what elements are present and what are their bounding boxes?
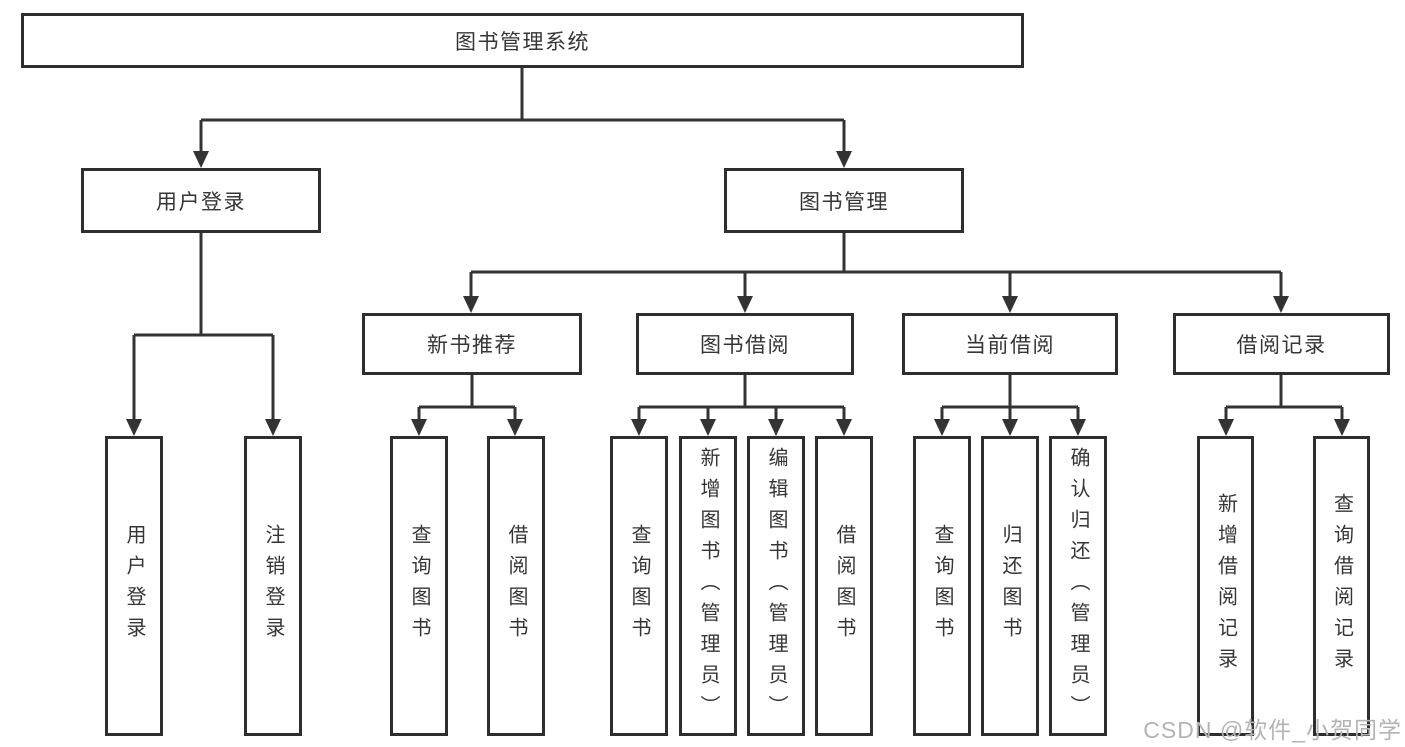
leaf-label-records-query: 查询借阅记录 [1330, 493, 1353, 679]
arrowhead-icon [1070, 419, 1086, 436]
node-box-current-borrow: 当前借阅 [902, 313, 1118, 375]
arrowhead-icon [126, 419, 142, 436]
leaf-box-borrow-query: 查询图书 [610, 436, 668, 736]
arrowhead-icon [631, 419, 647, 436]
node-label-system-root: 图书管理系统 [455, 30, 590, 54]
node-box-book-borrow: 图书借阅 [636, 313, 854, 375]
leaf-box-logout: 注销登录 [244, 436, 302, 736]
leaf-label-current-return: 归还图书 [999, 524, 1021, 648]
leaf-label-current-confirm-admin: 确认归还（管理员） [1067, 446, 1089, 726]
connector-book-mgmt-to-level3 [469, 233, 1283, 297]
leaf-label-user-login: 用户登录 [123, 524, 145, 648]
leaf-box-current-confirm-admin: 确认归还（管理员） [1049, 436, 1107, 736]
arrowhead-icon [1002, 419, 1018, 436]
arrowhead-icon [836, 419, 852, 436]
node-label-new-books: 新书推荐 [427, 334, 517, 357]
node-box-borrow-records: 借阅记录 [1173, 313, 1390, 375]
arrowhead-icon [193, 151, 209, 168]
leaf-box-newbooks-borrow: 借阅图书 [487, 436, 545, 736]
arrowheads [126, 151, 1350, 436]
connector-root-to-level2 [199, 67, 846, 152]
connector-borrow-records-to-leaves [1224, 375, 1344, 420]
leaf-label-logout: 注销登录 [262, 524, 284, 648]
node-box-new-books: 新书推荐 [362, 313, 582, 375]
leaf-label-current-query: 查询图书 [931, 524, 953, 648]
leaf-label-newbooks-query: 查询图书 [408, 524, 430, 648]
leaf-box-borrow-book: 借阅图书 [815, 436, 873, 736]
arrowhead-icon [737, 296, 753, 313]
node-label-current-borrow: 当前借阅 [965, 334, 1055, 357]
leaf-box-records-query: 查询借阅记录 [1313, 436, 1370, 736]
arrowhead-icon [836, 151, 852, 168]
arrowhead-icon [265, 419, 281, 436]
arrowhead-icon [1002, 296, 1018, 313]
node-box-book-management: 图书管理 [724, 168, 964, 233]
arrowhead-icon [934, 419, 950, 436]
leaf-box-borrow-edit-admin: 编辑图书（管理员） [747, 436, 805, 736]
leaf-box-user-login: 用户登录 [105, 436, 163, 736]
leaf-box-current-return: 归还图书 [981, 436, 1039, 736]
leaf-label-borrow-add-admin: 新增图书（管理员） [697, 446, 719, 726]
leaf-label-borrow-book: 借阅图书 [833, 524, 855, 648]
arrowhead-icon [411, 419, 427, 436]
leaf-box-records-add: 新增借阅记录 [1197, 436, 1254, 736]
arrowhead-icon [507, 419, 523, 436]
leaf-box-newbooks-query: 查询图书 [390, 436, 448, 736]
arrowhead-icon [463, 296, 479, 313]
leaf-label-borrow-query: 查询图书 [628, 524, 650, 648]
connector-current-borrow-to-leaves [940, 375, 1080, 420]
leaf-label-records-add: 新增借阅记录 [1214, 493, 1237, 679]
connector-new-books-to-leaves [417, 375, 517, 420]
leaf-label-newbooks-borrow: 借阅图书 [505, 524, 527, 648]
connector-book-borrow-to-leaves [637, 375, 846, 420]
arrowhead-icon [1218, 419, 1234, 436]
arrowhead-icon [1273, 296, 1289, 313]
arrowhead-icon [1334, 419, 1350, 436]
connector-user-login-to-leaves [132, 233, 275, 420]
node-label-book-borrow: 图书借阅 [700, 334, 790, 357]
node-label-book-management: 图书管理 [799, 190, 889, 214]
node-box-system-root: 图书管理系统 [21, 13, 1024, 68]
arrowhead-icon [768, 419, 784, 436]
node-box-user-login: 用户登录 [81, 168, 321, 233]
leaf-label-borrow-edit-admin: 编辑图书（管理员） [765, 446, 787, 726]
csdn-watermark: CSDN @软件_小贺同学 [1143, 717, 1402, 743]
arrowhead-icon [700, 419, 716, 436]
node-label-user-login: 用户登录 [156, 190, 246, 214]
leaf-box-borrow-add-admin: 新增图书（管理员） [679, 436, 737, 736]
node-label-borrow-records: 借阅记录 [1236, 334, 1327, 357]
leaf-box-current-query: 查询图书 [913, 436, 971, 736]
